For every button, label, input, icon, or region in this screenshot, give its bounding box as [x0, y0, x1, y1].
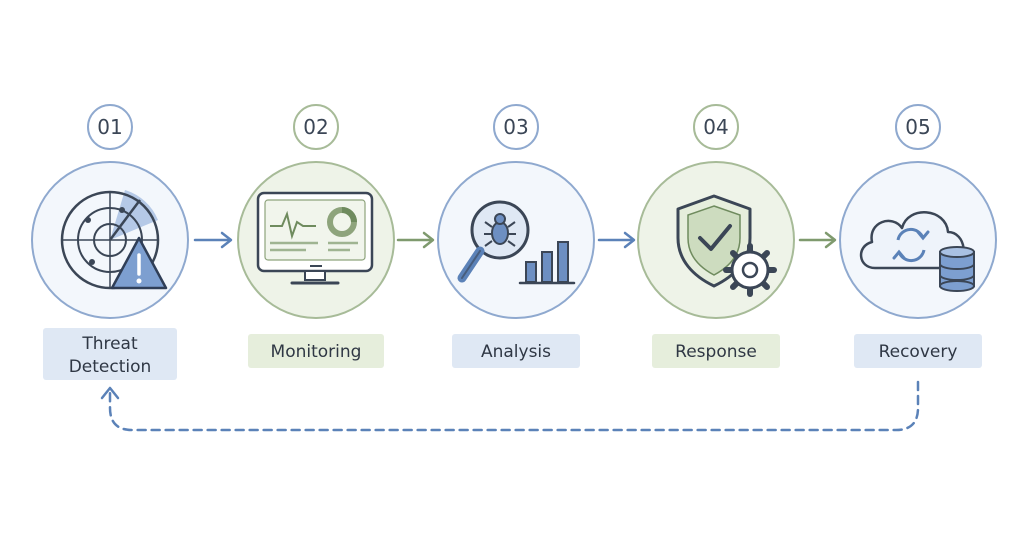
step-label-4-line-1: Response: [675, 342, 757, 362]
arrow-1-to-2: [193, 231, 233, 249]
radar-alert-icon: [60, 190, 168, 290]
monitor-dashboard-icon: [256, 191, 374, 285]
arrow-3-to-4: [597, 231, 636, 249]
step-label-5: Recovery: [854, 334, 982, 368]
step-number-badge-4: 04: [693, 104, 739, 150]
step-labels: Threat Detection Monitoring Analysis Res…: [43, 328, 982, 380]
step-number-2: 02: [303, 115, 328, 139]
step-number-4: 04: [703, 115, 728, 139]
arrow-2-to-3: [396, 231, 435, 249]
connector-arrows: [193, 231, 837, 249]
step-number-3: 03: [503, 115, 528, 139]
step-label-4: Response: [652, 334, 780, 368]
arrow-4-to-5: [798, 231, 837, 249]
step-label-3-line-1: Analysis: [481, 342, 551, 362]
step-number-badge-1: 01: [87, 104, 133, 150]
step-label-1-line-1: Threat: [81, 334, 138, 354]
step-label-2: Monitoring: [248, 334, 384, 368]
step-label-3: Analysis: [452, 334, 580, 368]
step-number-badges: 01 02 03 04 05: [87, 104, 941, 150]
step-number-badge-2: 02: [293, 104, 339, 150]
step-label-2-line-1: Monitoring: [271, 342, 362, 362]
step-label-1: Threat Detection: [43, 328, 177, 380]
feedback-loop-arrow: [100, 380, 920, 432]
step-number-badge-5: 05: [895, 104, 941, 150]
step-label-1-line-2: Detection: [69, 357, 152, 377]
shield-gear-icon: [676, 194, 777, 297]
magnifier-bug-icon: [457, 200, 576, 285]
step-number-badge-3: 03: [493, 104, 539, 150]
step-label-5-line-1: Recovery: [879, 342, 958, 362]
cloud-database-icon: [859, 211, 975, 292]
step-number-5: 05: [905, 115, 930, 139]
step-number-1: 01: [97, 115, 122, 139]
